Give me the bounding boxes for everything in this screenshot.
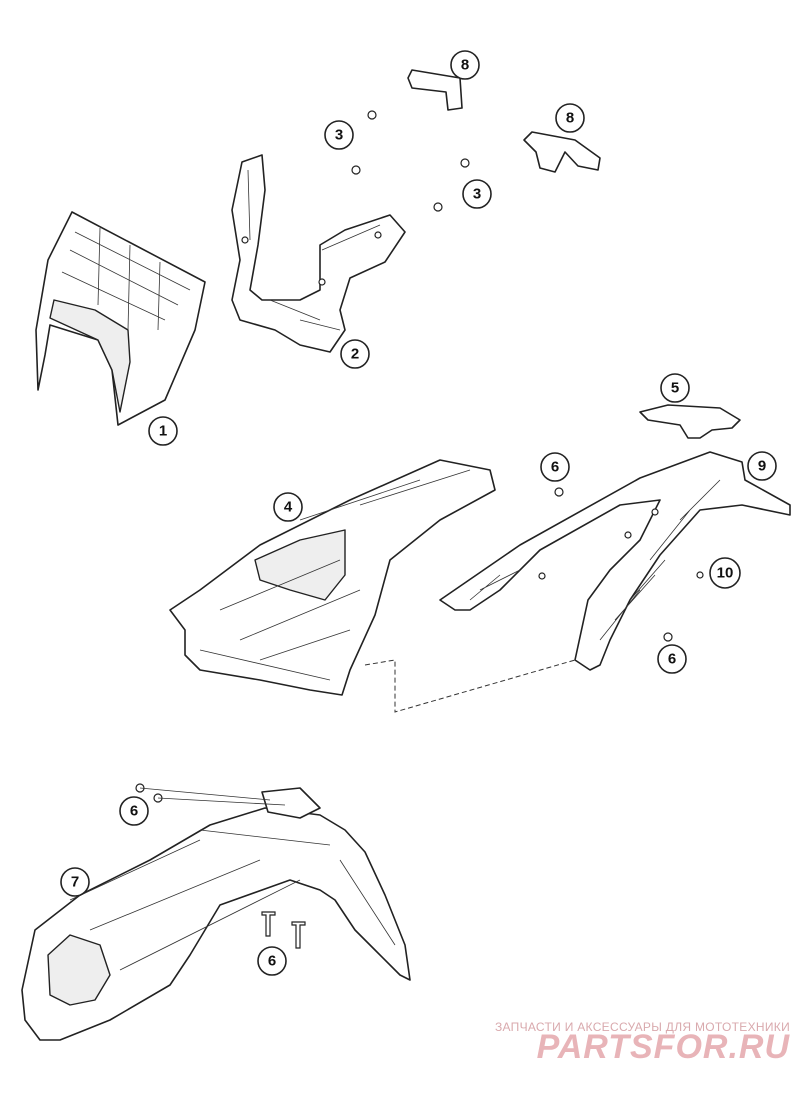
svg-text:4: 4 [284, 499, 293, 516]
callout-5: 5 [660, 373, 690, 403]
front-fender-part [21, 787, 411, 1041]
callout-3-lower: 3 [462, 179, 492, 209]
callout-4: 4 [273, 492, 303, 522]
svg-text:6: 6 [668, 651, 676, 668]
cable-clamp-parts [407, 69, 601, 173]
screw-parts-3 [351, 110, 470, 212]
svg-text:1: 1 [159, 423, 167, 440]
svg-text:8: 8 [566, 110, 574, 127]
svg-text:10: 10 [717, 565, 734, 582]
subframe-part [439, 451, 791, 671]
svg-text:9: 9 [758, 458, 766, 475]
svg-text:6: 6 [268, 953, 276, 970]
headlight-bracket-part [231, 154, 406, 353]
callout-6-subframe-bottom: 6 [657, 644, 687, 674]
callout-3-upper: 3 [324, 120, 354, 150]
svg-text:6: 6 [551, 459, 559, 476]
callout-8-lower: 8 [555, 103, 585, 133]
grab-bracket-part [639, 404, 741, 439]
svg-text:6: 6 [130, 803, 138, 820]
assembly-line [364, 659, 576, 713]
headlight-mask-part [35, 211, 206, 426]
callout-8-upper: 8 [450, 50, 480, 80]
callout-2: 2 [340, 339, 370, 369]
svg-text:3: 3 [473, 186, 481, 203]
callout-6-fender-left: 6 [119, 796, 149, 826]
fender-screws [135, 783, 306, 949]
rear-fender-part [169, 459, 496, 696]
watermark-caption: ЗАПЧАСТИ И АКСЕССУАРЫ ДЛЯ МОТОТЕХНИКИ [494, 1020, 790, 1034]
svg-text:7: 7 [71, 874, 79, 891]
svg-text:2: 2 [351, 346, 359, 363]
svg-text:3: 3 [335, 127, 343, 144]
callout-7: 7 [60, 867, 90, 897]
callout-6-fender-bottom: 6 [257, 946, 287, 976]
callout-9: 9 [747, 451, 777, 481]
svg-text:5: 5 [671, 380, 679, 397]
subframe-screws [538, 487, 704, 642]
svg-text:8: 8 [461, 57, 469, 74]
callout-10: 10 [709, 557, 741, 589]
callout-1: 1 [148, 416, 178, 446]
watermark-logo: PARTSFOR.RU [536, 1028, 790, 1066]
callout-6-subframe-top: 6 [540, 452, 570, 482]
